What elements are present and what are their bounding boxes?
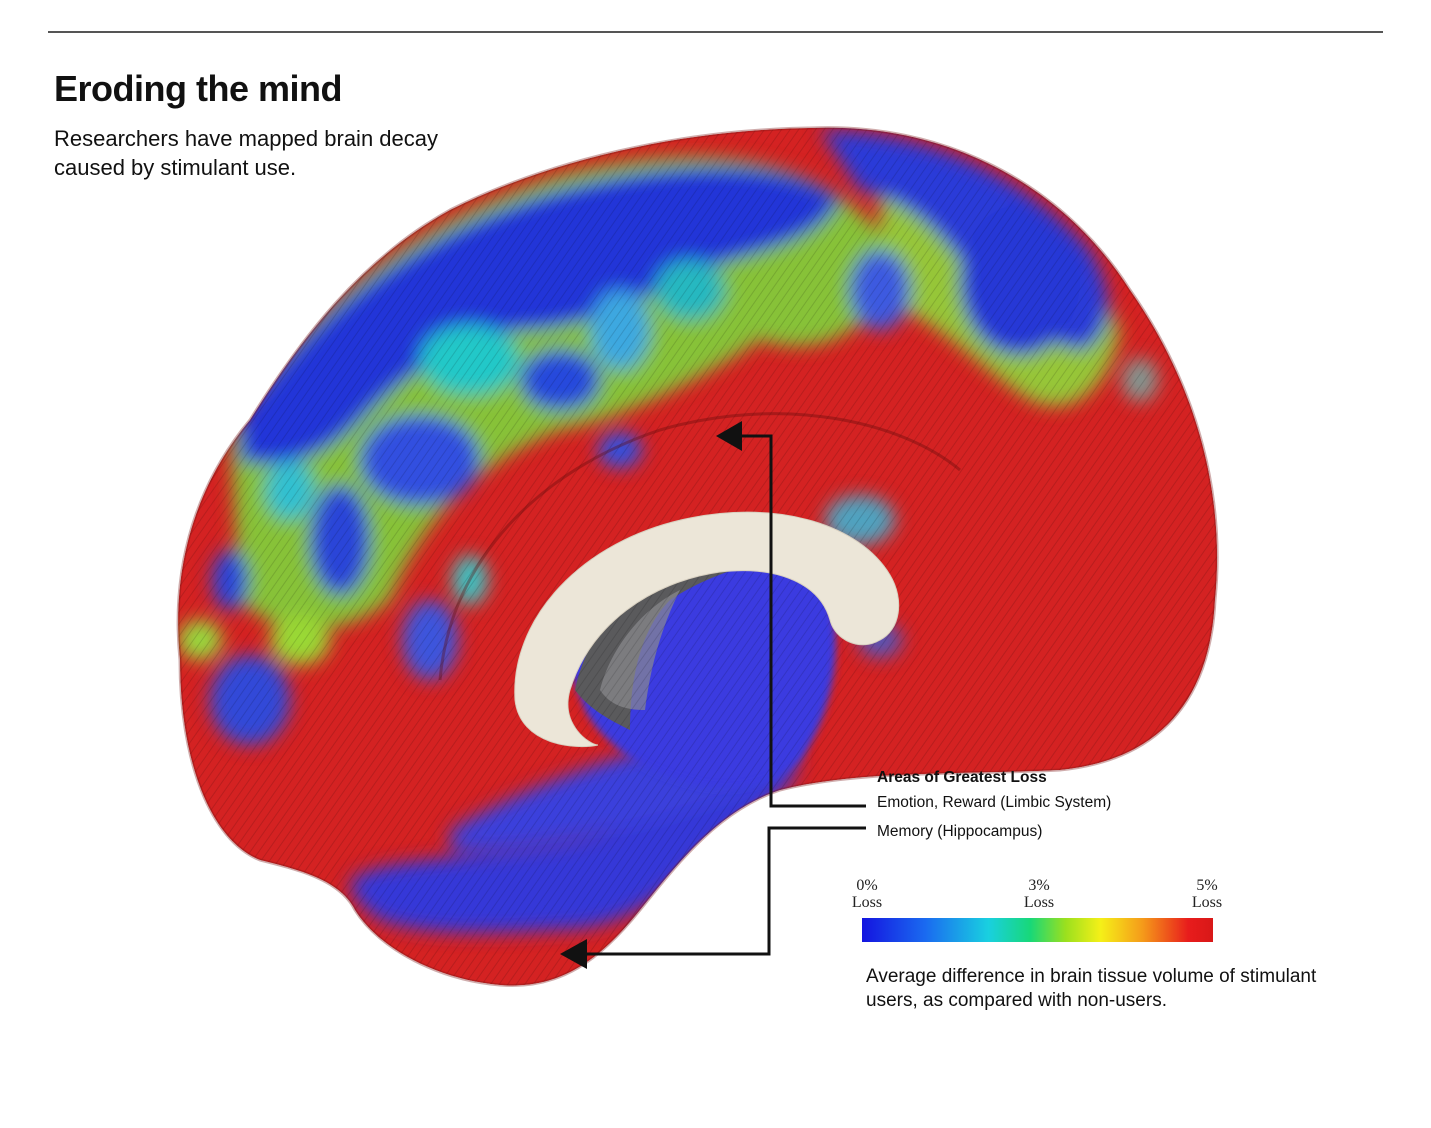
- callout-heading: Areas of Greatest Loss: [877, 769, 1047, 786]
- callout-limbic-label: Emotion, Reward (Limbic System): [877, 794, 1112, 811]
- page-title: Eroding the mind: [54, 68, 342, 109]
- scale-tick-unit: Loss: [1191, 894, 1223, 911]
- top-rule: [48, 31, 1383, 33]
- scale-tick-value: 3%: [1028, 877, 1050, 894]
- scale-tick-value: 5%: [1196, 877, 1218, 894]
- scale-caption: Average difference in brain tissue volum…: [866, 966, 1317, 1011]
- callout-hippocampus-label: Memory (Hippocampus): [877, 823, 1043, 840]
- corpus-callosum: [514, 511, 900, 748]
- scale-tick-0: 0% Loss: [832, 877, 902, 911]
- hippocampus-arrowhead: [560, 939, 587, 969]
- color-scale-bar: [862, 918, 1213, 942]
- scale-tick-1: 3% Loss: [1004, 877, 1074, 911]
- scale-tick-value: 0%: [856, 877, 878, 894]
- hippocampus-callout-line: [585, 826, 866, 956]
- limbic-arrowhead: [716, 421, 742, 451]
- scale-tick-unit: Loss: [1023, 894, 1055, 911]
- brain-outline: [176, 126, 1219, 988]
- scale-tick-unit: Loss: [851, 894, 883, 911]
- page-subtitle: Researchers have mapped brain decay caus…: [54, 126, 439, 180]
- scale-tick-2: 5% Loss: [1172, 877, 1242, 911]
- limbic-gyrus-contour: [438, 412, 961, 681]
- limbic-callout-line: [742, 434, 866, 808]
